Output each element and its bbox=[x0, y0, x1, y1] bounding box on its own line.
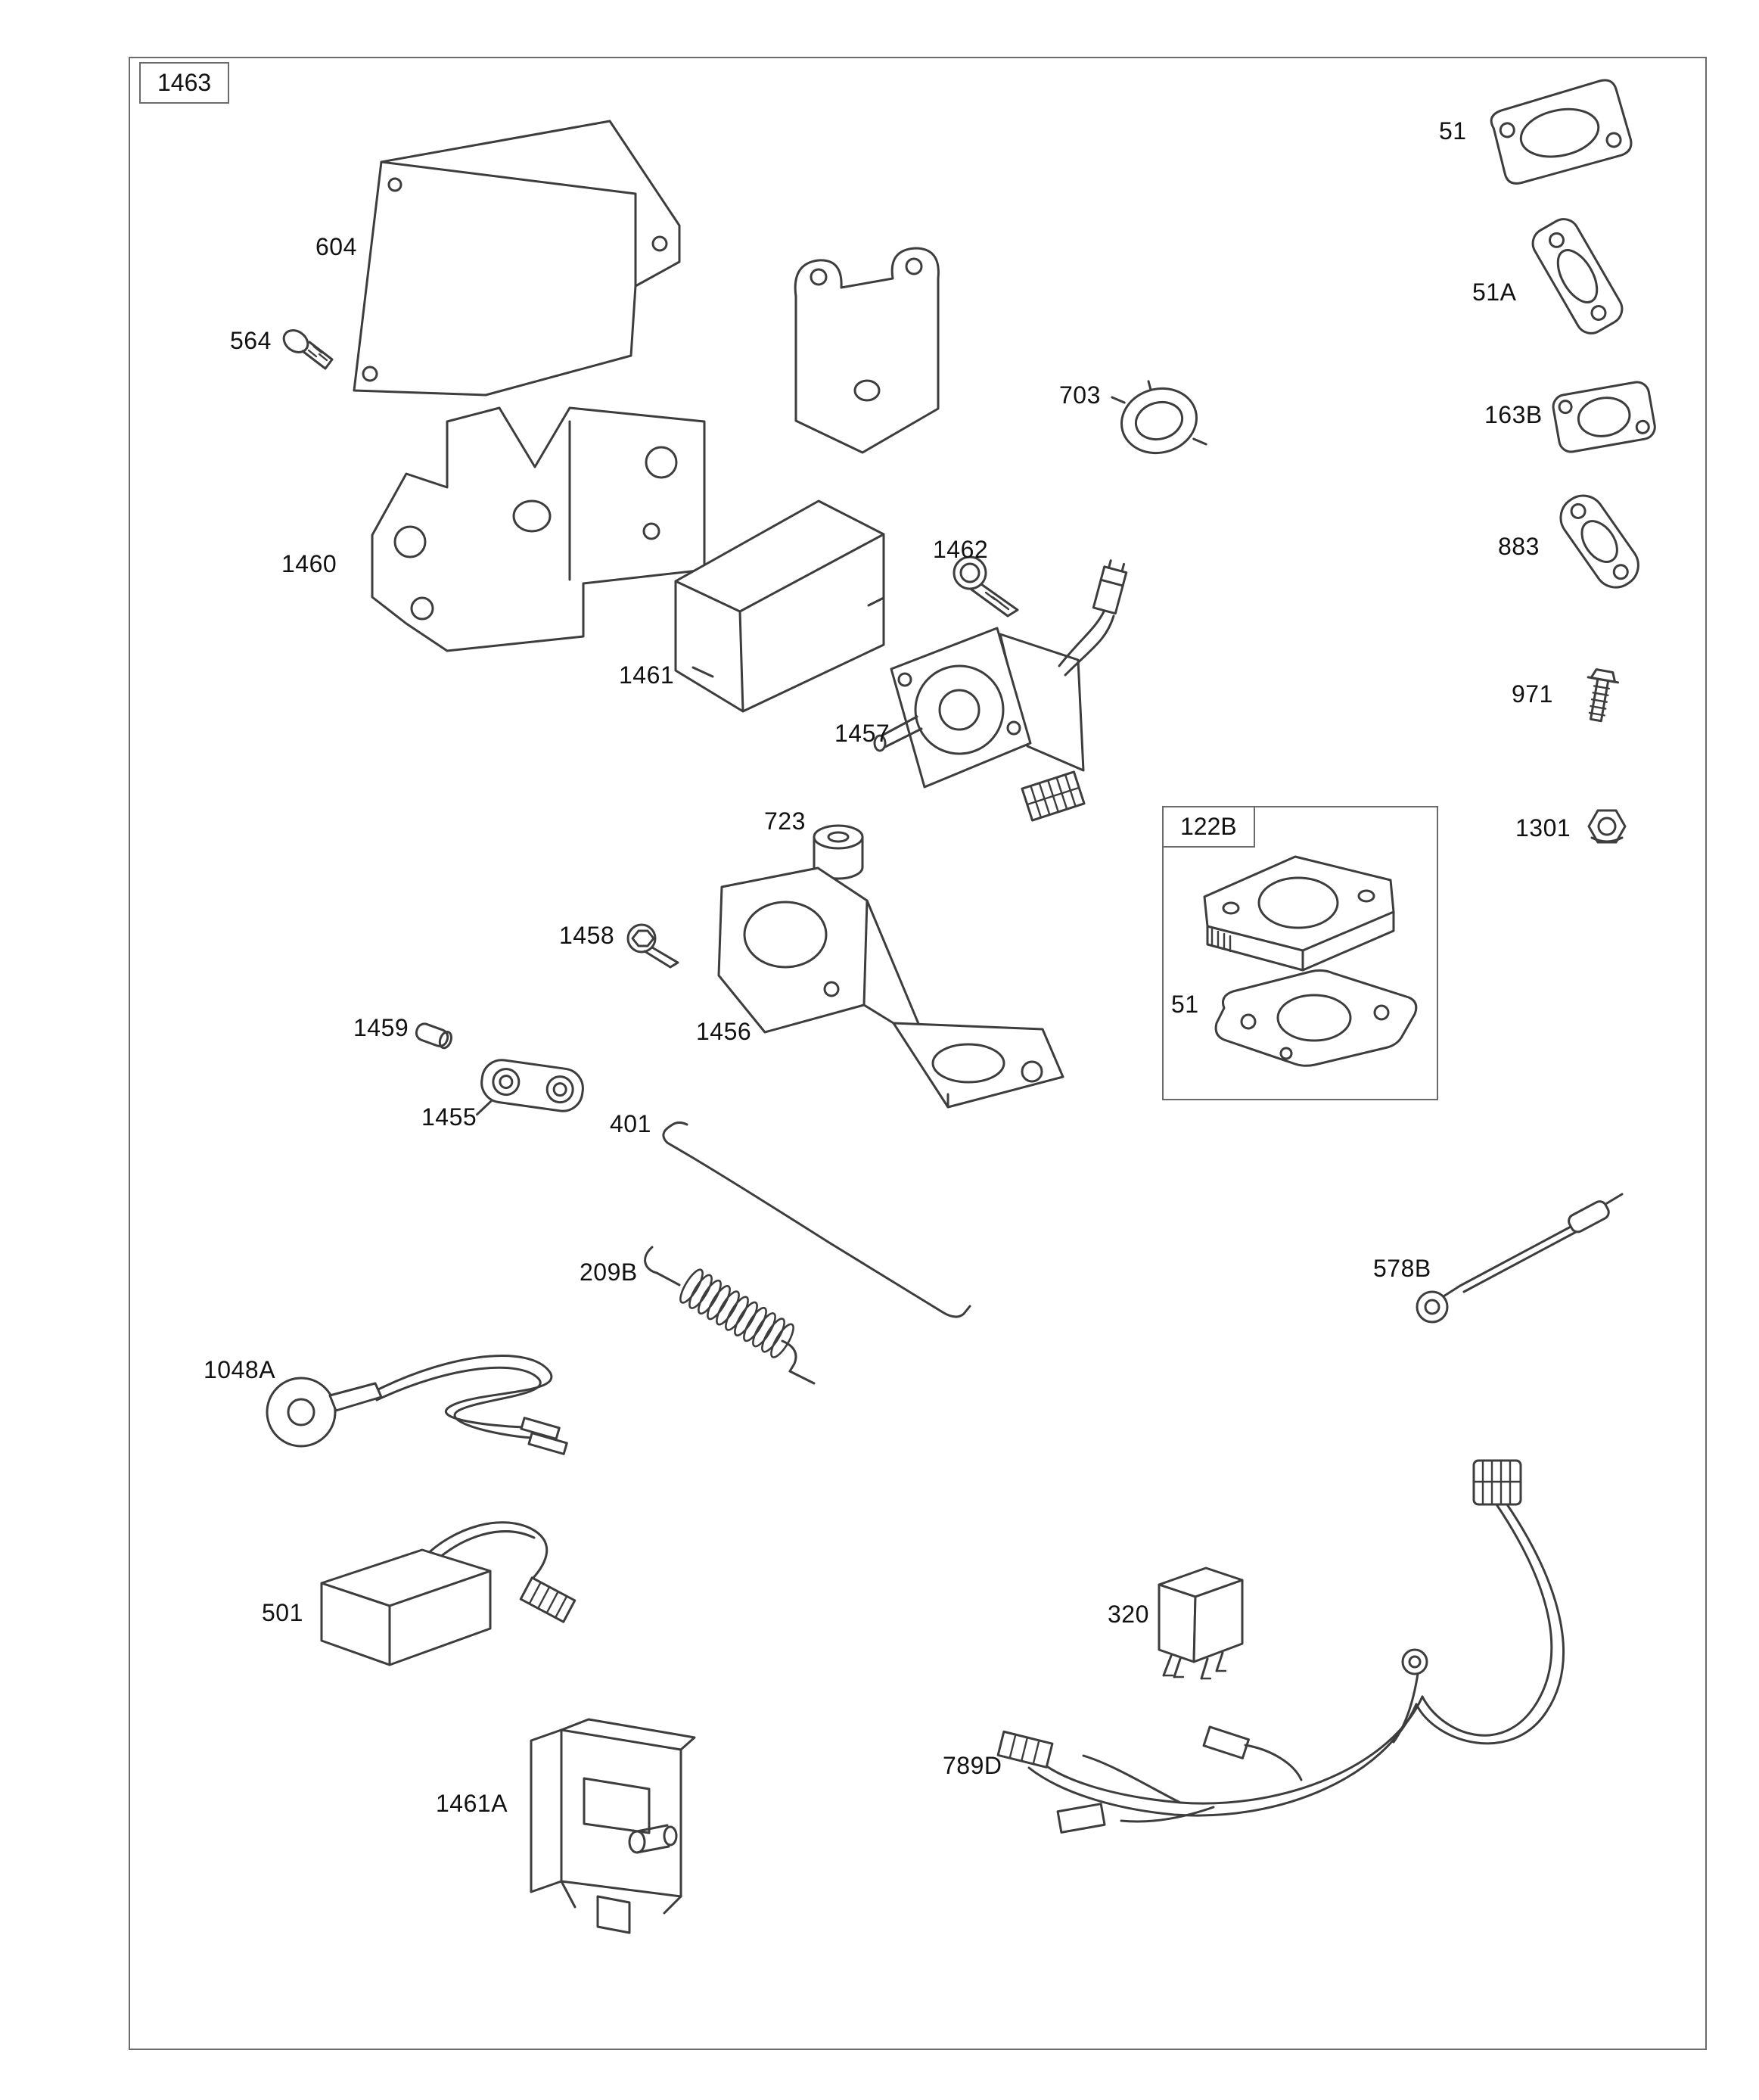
part-label-1461: 1461 bbox=[619, 661, 675, 689]
part-883-gasket-drawing bbox=[1559, 494, 1639, 589]
part-label-1301: 1301 bbox=[1515, 814, 1571, 842]
part-label-789d: 789D bbox=[943, 1752, 1002, 1779]
part-label-163b: 163B bbox=[1484, 401, 1543, 428]
part-1301-nut-drawing bbox=[1587, 809, 1627, 844]
part-122b-spacer-drawing bbox=[1203, 855, 1395, 972]
part-604-bracket-drawing bbox=[353, 120, 940, 454]
part-label-971: 971 bbox=[1512, 680, 1553, 708]
part-label-51a: 51A bbox=[1472, 278, 1517, 306]
part-label-578b: 578B bbox=[1373, 1255, 1431, 1282]
part-label-1461a: 1461A bbox=[436, 1790, 508, 1817]
part-723-spacer-drawing bbox=[813, 824, 864, 880]
part-1461a-bracket-drawing bbox=[530, 1718, 696, 1934]
part-703-grommet-drawing bbox=[1111, 380, 1207, 455]
part-1048a-wire-drawing bbox=[266, 1355, 568, 1455]
part-1458-screw-drawing bbox=[626, 923, 679, 969]
frame-number-label: 1463 bbox=[157, 69, 212, 96]
inset-number-box: 122B bbox=[1162, 806, 1255, 848]
part-label-1460: 1460 bbox=[281, 550, 337, 577]
frame-number-box: 1463 bbox=[139, 62, 230, 104]
part-163b-gasket-drawing bbox=[1552, 381, 1656, 453]
part-51-inset-gasket-drawing bbox=[1214, 969, 1418, 1067]
part-label-564: 564 bbox=[230, 327, 272, 354]
part-971-screw-drawing bbox=[1587, 668, 1620, 723]
part-label-51-inset: 51 bbox=[1171, 991, 1199, 1018]
part-label-703: 703 bbox=[1059, 381, 1101, 409]
part-label-1048a: 1048A bbox=[204, 1356, 276, 1383]
part-51-gasket-drawing bbox=[1490, 79, 1633, 185]
part-label-1456: 1456 bbox=[696, 1018, 752, 1045]
part-1461-cover-drawing bbox=[674, 499, 885, 713]
part-label-883: 883 bbox=[1498, 533, 1540, 560]
part-label-1458: 1458 bbox=[559, 922, 615, 949]
part-label-51: 51 bbox=[1439, 117, 1467, 145]
part-label-209b: 209B bbox=[580, 1258, 638, 1286]
part-789d-harness-drawing bbox=[996, 1459, 1565, 1834]
part-label-1457: 1457 bbox=[834, 720, 890, 747]
part-label-604: 604 bbox=[315, 233, 357, 260]
part-320-relay-drawing bbox=[1158, 1566, 1244, 1680]
part-1460-bracket-drawing bbox=[371, 406, 706, 652]
part-label-723: 723 bbox=[764, 807, 806, 835]
part-501-regulator-drawing bbox=[320, 1521, 576, 1666]
part-1462-bolt-drawing bbox=[953, 555, 1019, 618]
part-578b-wire-drawing bbox=[1416, 1193, 1624, 1324]
part-label-320: 320 bbox=[1108, 1601, 1149, 1628]
part-1457-motor-drawing bbox=[873, 559, 1128, 822]
part-label-1462: 1462 bbox=[933, 536, 989, 563]
part-564-screw-drawing bbox=[282, 329, 334, 370]
part-1455-lever-drawing bbox=[475, 1059, 584, 1116]
part-label-1459: 1459 bbox=[353, 1014, 409, 1041]
part-209b-spring-drawing bbox=[644, 1246, 816, 1385]
part-label-1455: 1455 bbox=[421, 1103, 477, 1131]
part-label-401: 401 bbox=[610, 1110, 651, 1137]
part-51a-gasket-drawing bbox=[1531, 218, 1624, 334]
part-1459-pin-drawing bbox=[415, 1022, 452, 1050]
inset-number-label: 122B bbox=[1180, 813, 1237, 840]
part-401-link-drawing bbox=[662, 1121, 971, 1318]
part-label-501: 501 bbox=[262, 1599, 303, 1626]
part-1456-bracket-drawing bbox=[717, 866, 1064, 1109]
